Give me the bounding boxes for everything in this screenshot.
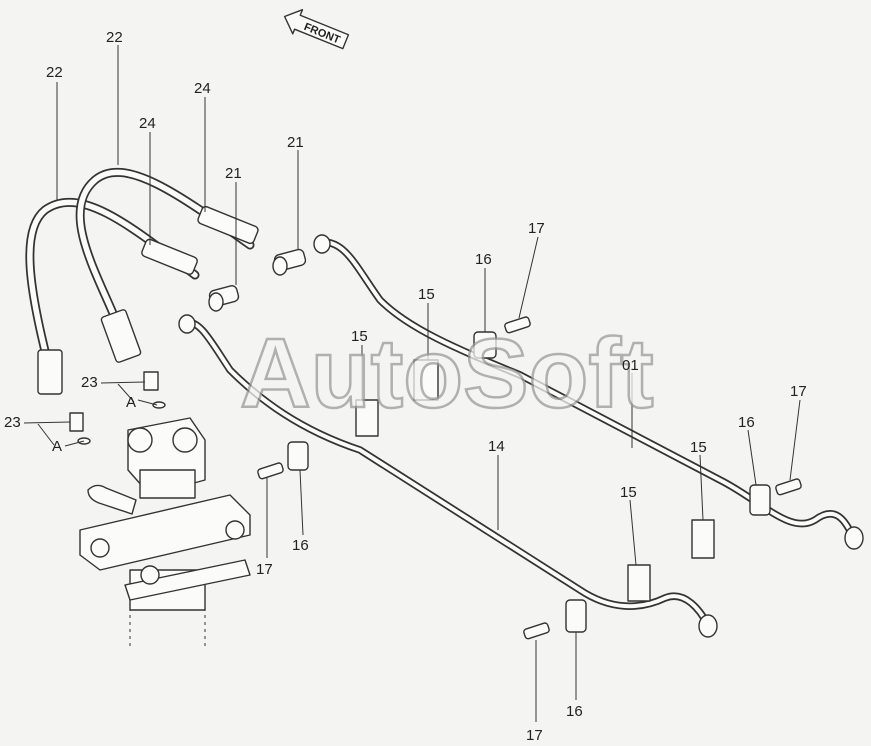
callout-label: 16: [475, 251, 492, 268]
mounting-plate: [79, 494, 251, 571]
clamp-15-b: [355, 399, 379, 437]
callout-label: 17: [526, 727, 543, 744]
bolt-17-a: [504, 316, 531, 334]
callout-label: 14: [488, 438, 505, 455]
elbow-21-left: [208, 285, 240, 312]
callout-label: 15: [690, 439, 707, 456]
callout-label: 22: [46, 64, 63, 81]
callout-label: 17: [528, 220, 545, 237]
pipe-14-end: [698, 614, 718, 638]
pipe-01-end: [844, 526, 864, 550]
callout-label: 24: [139, 115, 156, 132]
watermark: AutoSoft: [240, 318, 654, 428]
callout-label: 22: [106, 29, 123, 46]
clamp-15-c: [691, 519, 715, 559]
callout-label: 16: [738, 414, 755, 431]
fitting-23-upper-body: [143, 371, 159, 391]
callout-label: 17: [256, 561, 273, 578]
clamp-15-d: [627, 564, 651, 602]
hose-end-24-left: [141, 238, 198, 275]
pipe-01-start: [313, 234, 331, 254]
plate-hole-left: [90, 538, 110, 558]
hose-22-right: [75, 167, 255, 363]
plate-hole-mid: [140, 565, 160, 585]
leader-lines: [23, 45, 801, 722]
bolt-17-b: [257, 462, 284, 480]
mounting-plate-lower: [124, 559, 251, 601]
hose-22-left-end: [37, 349, 63, 395]
callout-label: A: [126, 394, 136, 411]
callout-label: 21: [225, 165, 242, 182]
bracket-16-b: [287, 441, 309, 471]
pipe-01: [313, 234, 864, 550]
callout-label: 17: [790, 383, 807, 400]
pipe-14: [178, 314, 718, 638]
callout-label: 15: [351, 328, 368, 345]
plate-hole-right: [225, 520, 245, 540]
callout-label: 15: [620, 484, 637, 501]
front-arrow-shape: [283, 9, 350, 50]
callout-label: 24: [194, 80, 211, 97]
hose-22-left: [25, 197, 200, 395]
pipe-14-start: [178, 314, 196, 334]
callout-label: 16: [566, 703, 583, 720]
valve-boss-right: [172, 427, 198, 453]
cylinder-assembly: [79, 417, 251, 650]
fitting-23-lower-body: [69, 412, 84, 432]
bracket-16-c: [749, 484, 771, 516]
callout-label: A: [52, 438, 62, 455]
valve-boss-left: [127, 427, 153, 453]
callout-label: 16: [292, 537, 309, 554]
hose-end-24-right: [197, 205, 259, 245]
fitting-23-upper: [143, 371, 166, 409]
bolt-17-c: [775, 478, 802, 496]
callout-label: 01: [622, 357, 639, 374]
hose-22-right-end: [100, 309, 142, 363]
callout-label: 21: [287, 134, 304, 151]
clamp-15-a: [413, 359, 439, 401]
callout-label: 23: [4, 414, 21, 431]
elbow-21-right: [272, 248, 307, 276]
valve-neck: [139, 469, 196, 499]
elbow-fitting: [87, 484, 137, 515]
callout-label: 15: [418, 286, 435, 303]
o-ring-a-upper: [152, 401, 166, 409]
callout-label: 23: [81, 374, 98, 391]
bolt-17-d: [523, 622, 550, 640]
bracket-16-d: [565, 599, 587, 633]
front-arrow: FRONT: [283, 9, 350, 50]
fitting-23-lower: [69, 412, 91, 445]
callout-labels: 22 22 24 24 21 21 17 16 15 15 01 23 A 23…: [4, 29, 807, 744]
